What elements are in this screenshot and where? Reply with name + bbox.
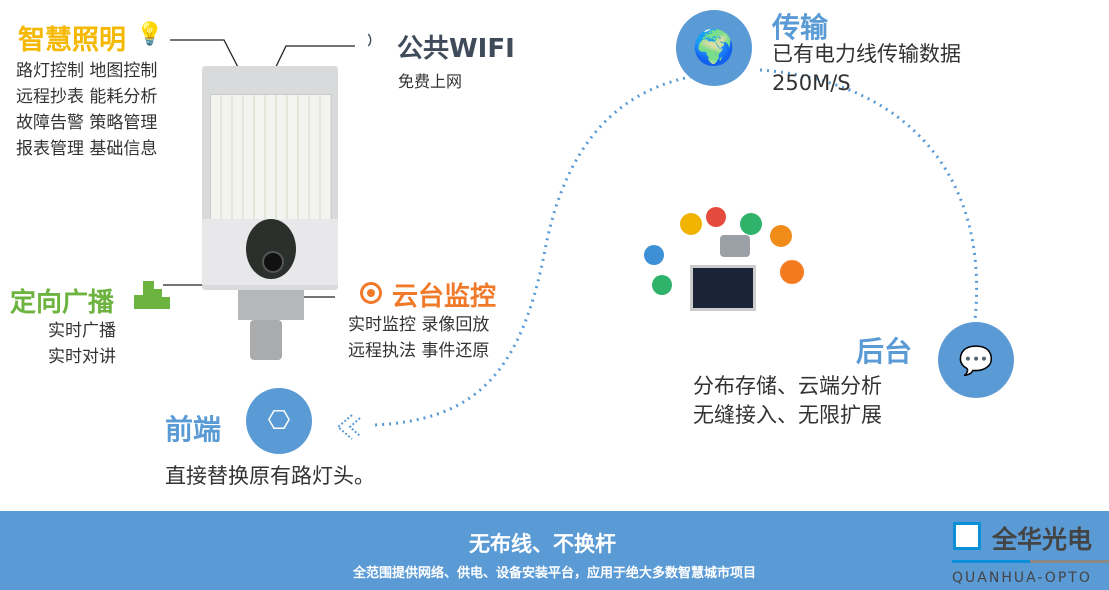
feature-line: 实时广播 <box>48 321 116 341</box>
broadcast-features: 实时广播 实时对讲 <box>48 318 116 370</box>
chat-bubble-icon: 💬 <box>938 322 1014 398</box>
bar-chart-icon <box>134 281 170 309</box>
desc-line: 无缝接入、无限扩展 <box>693 403 882 427</box>
ptz-features: 实时监控 录像回放 远程执法 事件还原 <box>348 312 489 364</box>
backend-title: 后台 <box>856 335 913 368</box>
feature-line: 实时对讲 <box>48 347 116 367</box>
feature-line: 远程执法 事件还原 <box>348 341 490 361</box>
desc-line: 已有电力线传输数据 <box>772 42 961 66</box>
globe-icon: 🌍 <box>676 10 752 86</box>
feature-line: 故障告警 策略管理 <box>16 113 158 133</box>
cloud-apps-illustration <box>640 205 810 311</box>
frontend-sub: 直接替换原有路灯头。 <box>165 464 375 488</box>
desc-line: 分布存储、云端分析 <box>693 374 882 398</box>
transfer-desc: 已有电力线传输数据 250M/S <box>772 40 961 98</box>
footer-band <box>0 511 1109 590</box>
footer-sub: 全范围提供网络、供电、设备安装平台，应用于绝大多数智慧城市项目 <box>352 566 756 581</box>
footer-title: 无布线、不换杆 <box>469 532 616 556</box>
transfer-title: 传输 <box>772 11 829 44</box>
logo-en: QUANHUA-OPTO <box>952 570 1092 586</box>
target-icon <box>360 282 382 304</box>
wifi-sub: 免费上网 <box>398 72 463 91</box>
ptz-title: 云台监控 <box>392 282 497 312</box>
dotted-arc-left <box>374 73 701 427</box>
flowchart-icon: ⎔ <box>246 388 312 454</box>
chevron-left-icon <box>336 414 361 440</box>
feature-line: 路灯控制 地图控制 <box>16 61 158 81</box>
logo-name: 全华光电 <box>992 525 1093 554</box>
broadcast-title: 定向广播 <box>10 288 115 318</box>
bulb-icon: 💡 <box>136 22 164 47</box>
backend-desc: 分布存储、云端分析 无缝接入、无限扩展 <box>693 372 882 430</box>
desc-line: 250M/S <box>772 71 851 95</box>
feature-line: 报表管理 基础信息 <box>16 139 158 159</box>
lighting-features: 路灯控制 地图控制 远程抄表 能耗分析 故障告警 策略管理 报表管理 基础信息 <box>16 58 157 162</box>
street-lamp-image <box>202 66 338 361</box>
company-logo: 全华光电 QUANHUA-OPTO <box>950 520 1109 590</box>
frontend-title: 前端 <box>165 413 222 446</box>
feature-line: 远程抄表 能耗分析 <box>16 87 158 107</box>
feature-line: 实时监控 录像回放 <box>348 315 490 335</box>
wifi-title: 公共WIFI <box>397 34 515 64</box>
lighting-title: 智慧照明 <box>18 25 126 56</box>
